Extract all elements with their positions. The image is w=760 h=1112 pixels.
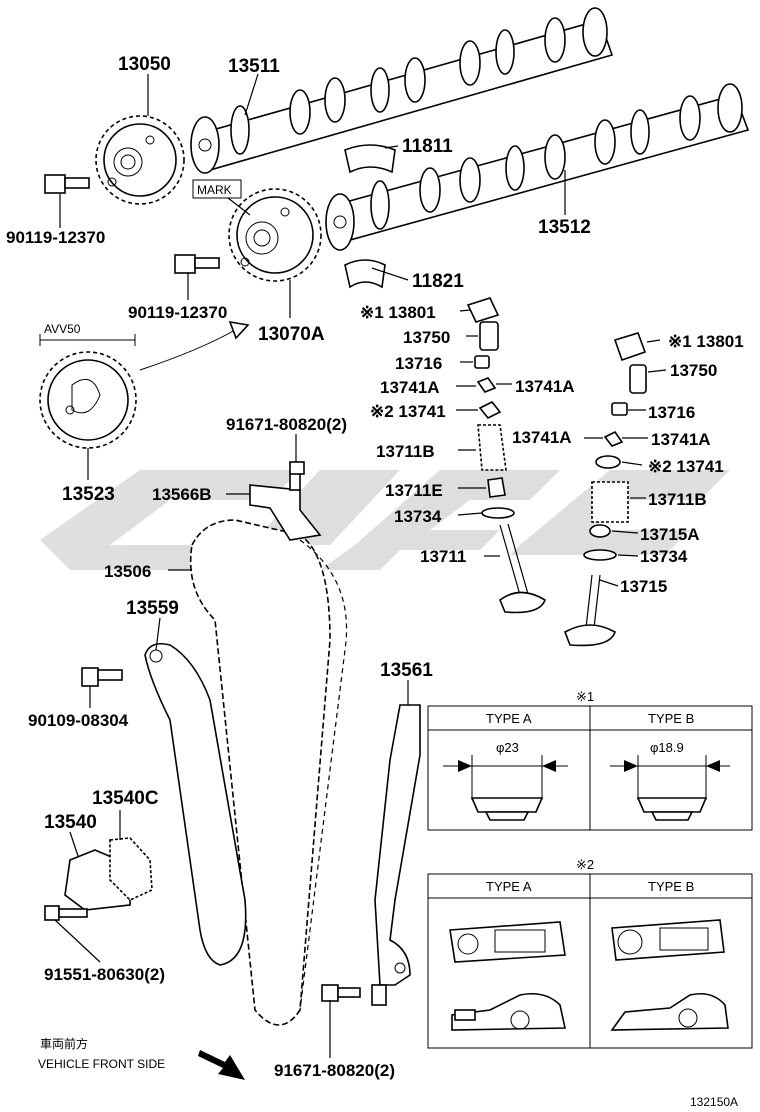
tensioner-13540 <box>44 837 153 921</box>
assembly-arrow <box>139 329 236 371</box>
table2-mark: ※2 <box>576 857 594 872</box>
part-label-13741a-2: 13741A <box>515 377 575 396</box>
table1-type-a: TYPE A <box>486 711 532 726</box>
part-label-13750-b: 13750 <box>670 361 717 380</box>
part-label-13741-x: ※2 13741 <box>370 402 446 421</box>
table1-dim-b: φ18.9 <box>650 740 684 755</box>
part-label-13741a-4: 13741A <box>651 430 711 449</box>
part-label-13716-b: 13716 <box>648 403 695 422</box>
bearing-11811 <box>344 144 396 174</box>
spec-table-1: ※1 TYPE A TYPE B φ23 φ18.9 <box>427 689 753 831</box>
part-label-13540: 13540 <box>44 812 97 833</box>
spec-table-2: ※2 TYPE A TYPE B <box>427 857 753 1049</box>
table1-type-b: TYPE B <box>648 711 694 726</box>
part-label-13566b: 13566B <box>152 485 212 504</box>
part-label-13734-b: 13734 <box>640 547 688 566</box>
part-label-13715: 13715 <box>620 577 667 596</box>
camshaft-13511 <box>190 7 614 174</box>
part-label-13716-a: 13716 <box>395 354 442 373</box>
vehicle-front-jp: 車両前方 <box>40 1036 88 1051</box>
part-label-91551: 91551-80630(2) <box>44 965 165 984</box>
part-label-13801-a: ※1 13801 <box>360 303 436 322</box>
part-label-13711: 13711 <box>420 547 466 566</box>
part-label-11811: 11811 <box>402 136 453 157</box>
part-label-13711b-2: 13711B <box>648 490 707 509</box>
bolt-90109 <box>81 667 123 687</box>
assembly-arrow-head <box>228 320 250 340</box>
part-label-90119-b: 90119-12370 <box>128 303 227 322</box>
part-label-13540c: 13540C <box>92 788 159 809</box>
part-label-11821: 11821 <box>412 271 464 292</box>
part-label-13741a-1: 13741A <box>380 378 440 397</box>
part-label-13512: 13512 <box>538 217 591 238</box>
chain-guide-13561 <box>371 704 421 1006</box>
sprocket-13070a <box>192 179 322 282</box>
part-label-13734-a: 13734 <box>394 507 442 526</box>
part-label-90109: 90109-08304 <box>28 711 129 730</box>
table1-mark: ※1 <box>576 689 594 704</box>
bolt-91671-a <box>289 461 305 475</box>
part-label-90119-a: 90119-12370 <box>6 228 105 247</box>
part-label-13506: 13506 <box>104 562 151 581</box>
figure-id: 132150A <box>690 1095 738 1109</box>
bolt-90119-a <box>44 174 90 194</box>
camshaft-13512 <box>325 83 750 251</box>
sprocket-13523 <box>39 334 137 449</box>
valve-stack-right <box>564 332 647 647</box>
part-label-13559: 13559 <box>126 598 179 619</box>
part-label-13741a-3: 13741A <box>512 428 572 447</box>
table1-dim-a: φ23 <box>496 740 519 755</box>
bolt-90119-b <box>174 254 220 274</box>
part-label-13750-a: 13750 <box>403 328 450 347</box>
part-label-13741-y: ※2 13741 <box>648 457 724 476</box>
part-label-13711b-1: 13711B <box>376 442 435 461</box>
table2-type-b: TYPE B <box>648 879 694 894</box>
mark-label: MARK <box>197 183 232 197</box>
vehicle-front-en: VEHICLE FRONT SIDE <box>38 1057 165 1071</box>
part-label-13523: 13523 <box>62 484 115 505</box>
avv50-label: AVV50 <box>44 322 81 336</box>
chain-guide-13566b <box>249 471 322 541</box>
leader-lines <box>54 73 667 1058</box>
sprocket-13050 <box>95 115 185 205</box>
part-label-13511: 13511 <box>228 56 280 77</box>
part-label-13715a: 13715A <box>640 525 700 544</box>
part-label-13801-b: ※1 13801 <box>668 332 744 351</box>
part-label-13070a: 13070A <box>258 324 325 345</box>
part-label-13711e: 13711E <box>385 481 443 500</box>
timing-chain-13506 <box>189 519 348 1026</box>
part-label-13050: 13050 <box>118 54 171 75</box>
part-label-91671-a: 91671-80820(2) <box>226 415 347 434</box>
valve-stack-left <box>466 297 546 614</box>
part-label-91671-b: 91671-80820(2) <box>274 1061 395 1080</box>
bearing-11821 <box>344 259 386 289</box>
bolt-91671-b <box>321 984 361 1002</box>
table2-type-a: TYPE A <box>486 879 532 894</box>
vehicle-front-arrow-icon <box>198 1050 245 1080</box>
part-label-13561: 13561 <box>380 660 433 681</box>
